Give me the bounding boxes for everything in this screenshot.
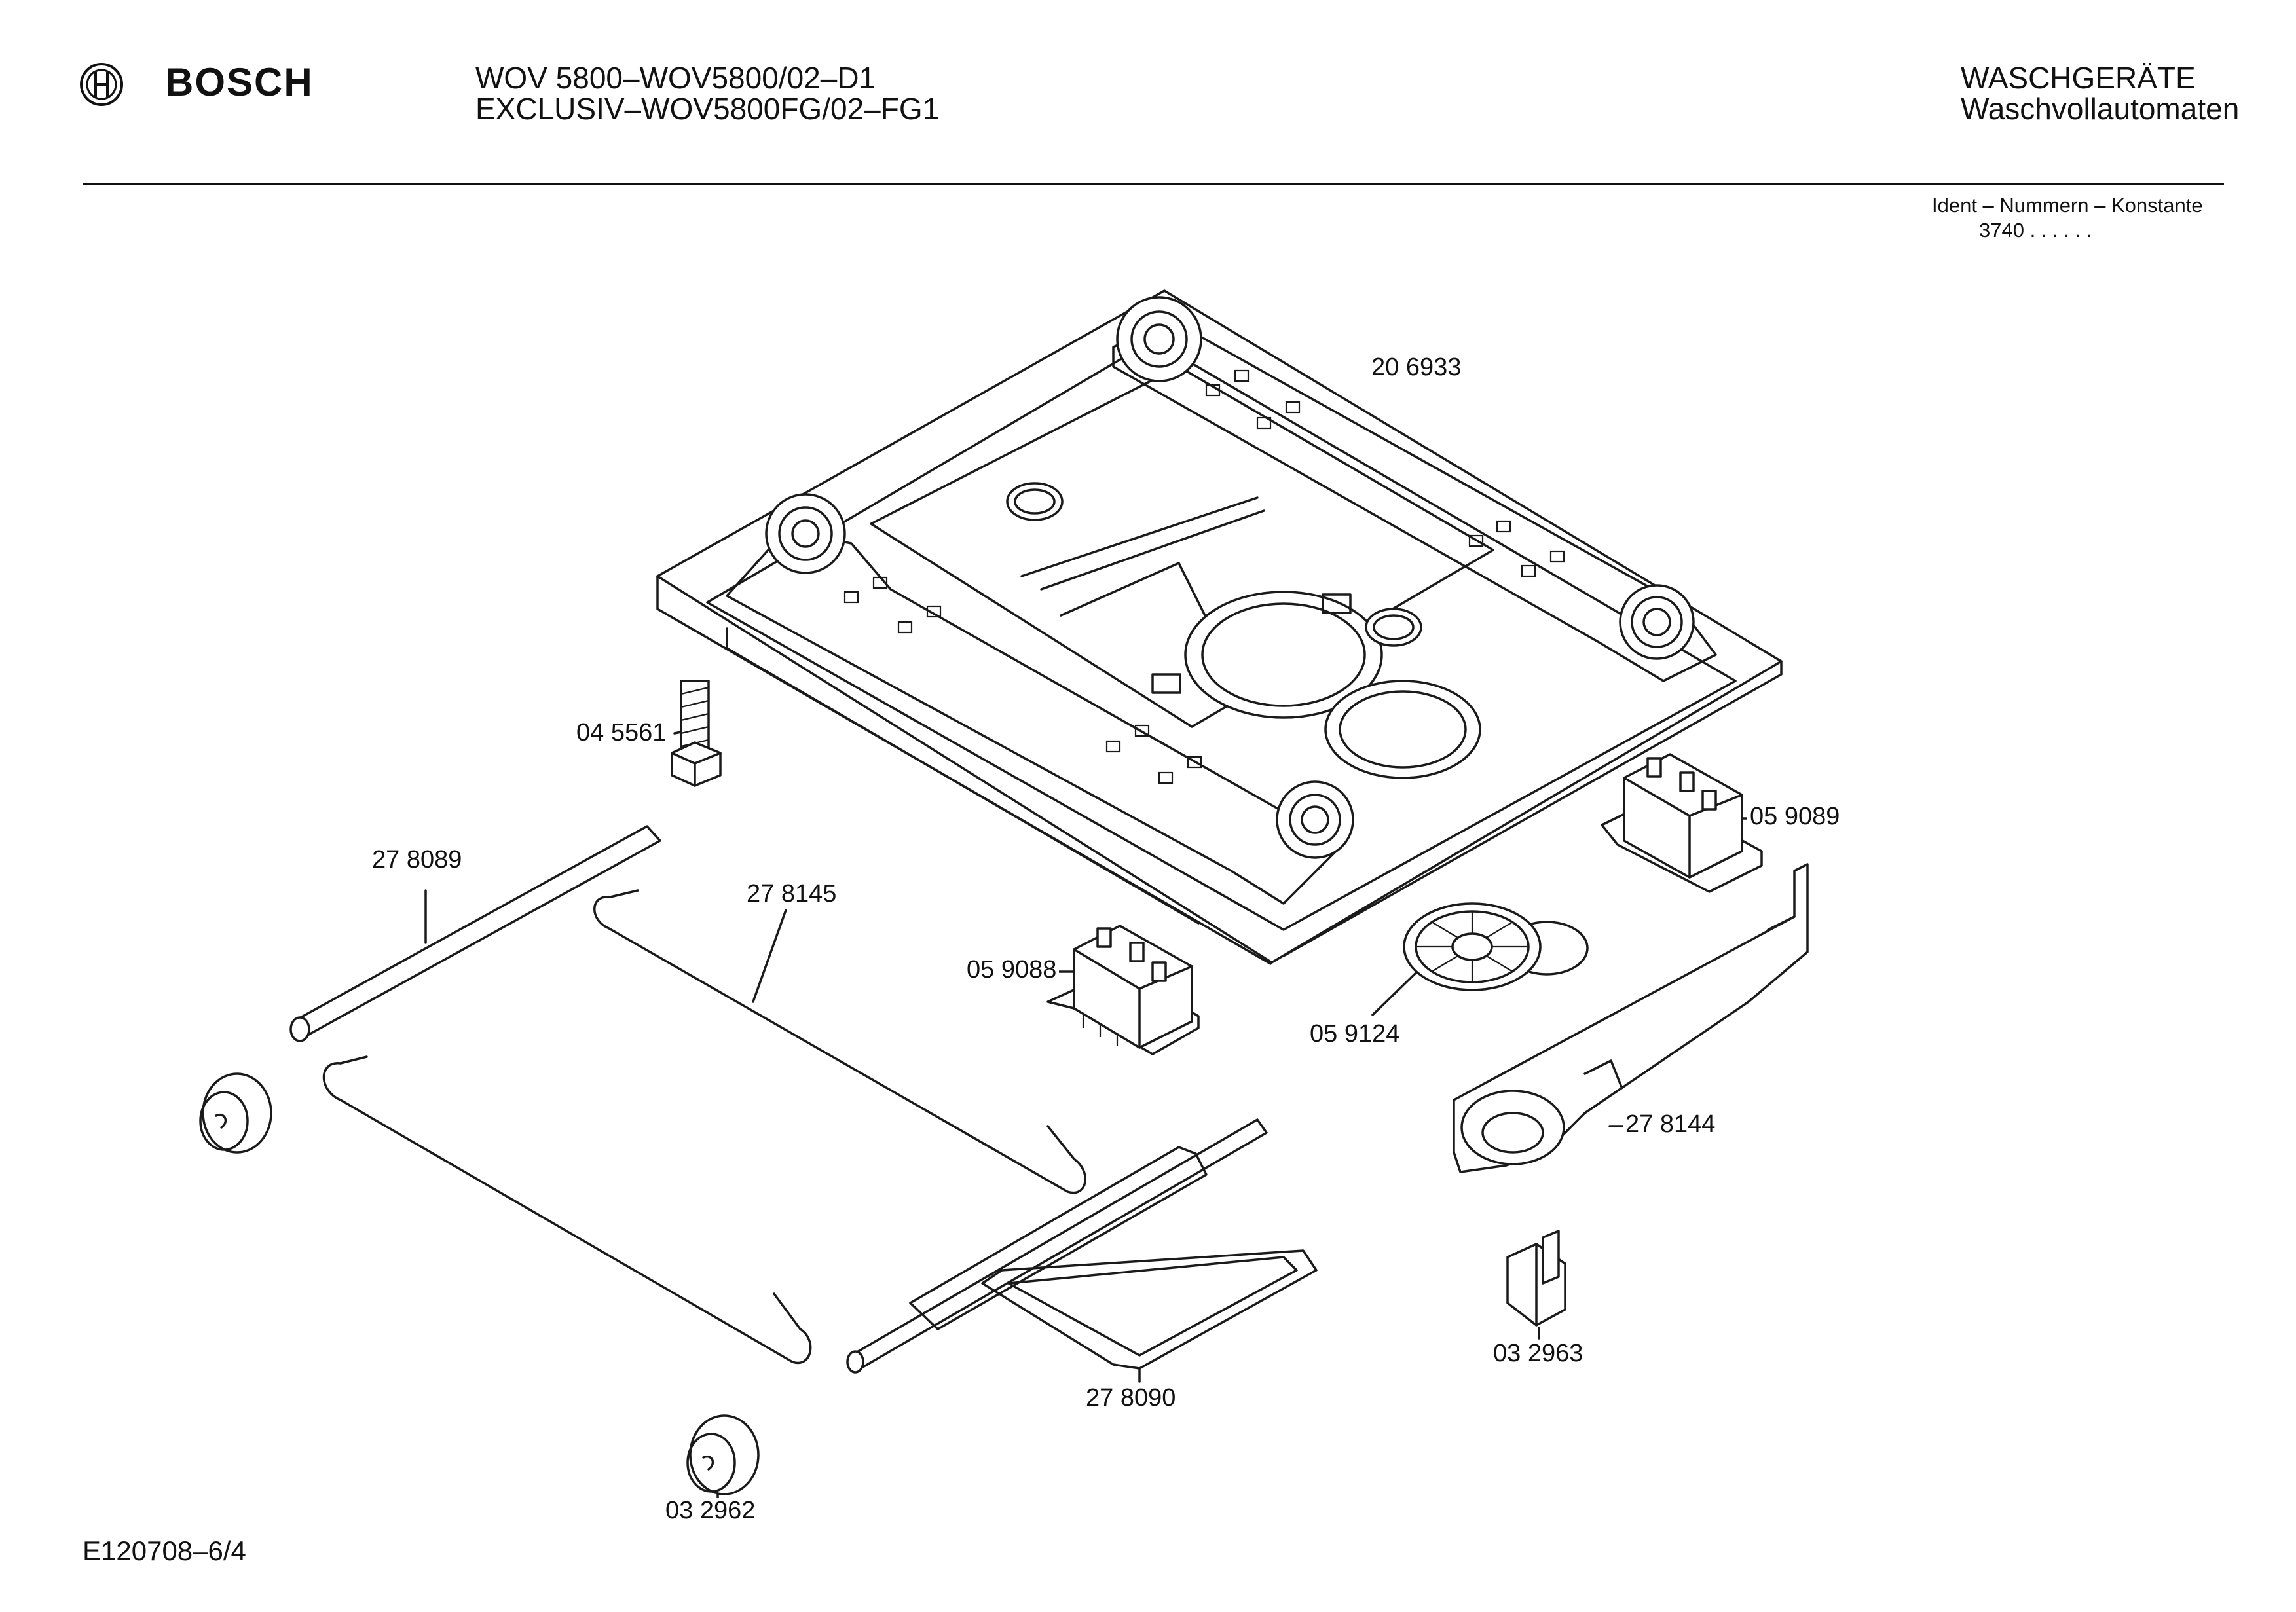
leader-lines: [424, 731, 1756, 1506]
filter-disc-drawing: [1403, 902, 1589, 991]
part-label-05-9088: 05 9088: [964, 957, 1060, 982]
model-line-1: WOV 5800–WOV5800/02–D1: [475, 61, 876, 95]
part-label-20-6933: 20 6933: [1369, 355, 1464, 380]
ident-number-value: 3740 . . . . . .: [1979, 219, 2092, 242]
part-label-03-2962: 03 2962: [663, 1498, 758, 1523]
clip-drawing: [1506, 1230, 1566, 1327]
base-frame-drawing: [656, 289, 1783, 965]
bosch-logo-icon: [80, 63, 123, 106]
header-divider: [83, 183, 2224, 185]
part-label-05-9089: 05 9089: [1747, 804, 1843, 829]
part-label-27-8144: 27 8144: [1623, 1112, 1718, 1137]
part-label-27-8090: 27 8090: [1083, 1385, 1179, 1410]
brand-name: BOSCH: [165, 60, 314, 104]
part-label-03-2963: 03 2963: [1491, 1341, 1586, 1366]
bracket-frame-drawing: [846, 1118, 1318, 1374]
rod-drawing: [289, 825, 661, 1042]
part-label-04-5561: 04 5561: [574, 720, 669, 745]
part-label-27-8089: 27 8089: [369, 847, 465, 872]
spring-lower-drawing: [322, 1055, 812, 1365]
foot-bottom-drawing: [686, 1414, 760, 1495]
arm-bracket-drawing: [1453, 863, 1809, 1173]
category-subtitle: Waschvollautomaten: [1961, 92, 2240, 126]
spring-upper-drawing: [593, 889, 1086, 1194]
drawing-id: E120708–6/4: [83, 1535, 246, 1566]
ident-numbers-title: Ident – Nummern – Konstante: [1932, 194, 2203, 217]
pressure-switch-left-drawing: [1046, 925, 1200, 1055]
part-label-05-9124: 05 9124: [1307, 1021, 1403, 1046]
part-label-27-8145: 27 8145: [744, 881, 840, 906]
foot-left-drawing: [199, 1072, 272, 1154]
pressure-switch-right-drawing: [1601, 753, 1763, 893]
model-line-2: EXCLUSIV–WOV5800FG/02–FG1: [475, 92, 940, 126]
category-title: WASCHGERÄTE: [1961, 61, 2196, 95]
bolt-drawing: [671, 680, 722, 787]
